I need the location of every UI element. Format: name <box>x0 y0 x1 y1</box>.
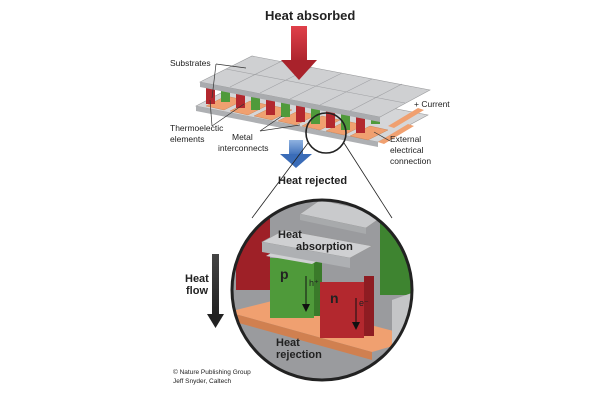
bottom-substrate-edge <box>196 106 378 147</box>
hole-carrier-label: h⁺ <box>309 278 319 288</box>
module-assembly <box>195 26 431 219</box>
leader-lines <box>209 63 391 142</box>
electron-carrier-label: e⁻ <box>359 298 369 308</box>
metal-interconnects-label-line2: interconnects <box>218 143 269 153</box>
heat-rejected-label: Heat rejected <box>278 175 347 187</box>
n-type-leg <box>320 282 364 338</box>
external-connection-label-line2: electrical <box>390 145 424 155</box>
metal-interconnects-label-line1: Metal <box>232 132 253 142</box>
external-connection-label-line3: connection <box>390 156 431 166</box>
top-substrate-edge <box>200 82 380 122</box>
credit-line-2: Jeff Snyder, Caltech <box>173 378 231 385</box>
external-connection-label-line1: External <box>390 134 421 144</box>
heat-absorbed-label: Heat absorbed <box>265 8 355 23</box>
heat-absorption-label-line2: absorption <box>296 241 353 253</box>
zoom-indicator-circle <box>305 112 347 154</box>
thermoelectric-label-line2: elements <box>170 134 205 144</box>
magnified-detail <box>230 198 414 382</box>
p-type-label: p <box>280 266 289 282</box>
thermoelectric-label-line1: Thermoelectic <box>170 123 224 133</box>
credit-line-1: © Nature Publishing Group <box>173 368 251 376</box>
current-lead <box>388 108 424 128</box>
substrates-label: Substrates <box>170 58 211 68</box>
heat-flow-label-line2: flow <box>186 285 208 297</box>
n-type-label: n <box>330 290 339 306</box>
heat-rejection-label-line2: rejection <box>276 349 322 361</box>
zoom-line-right <box>343 142 393 219</box>
current-label: + Current <box>414 99 450 109</box>
heat-flow-arrow <box>207 254 224 328</box>
heat-absorption-label-line1: Heat <box>278 229 302 241</box>
heat-rejected-arrow <box>280 140 312 168</box>
heat-absorbed-arrow <box>281 26 317 80</box>
heat-flow-label-line1: Heat <box>185 273 209 285</box>
zoom-line-left <box>251 142 309 219</box>
heat-rejection-label-line1: Heat <box>276 337 300 349</box>
